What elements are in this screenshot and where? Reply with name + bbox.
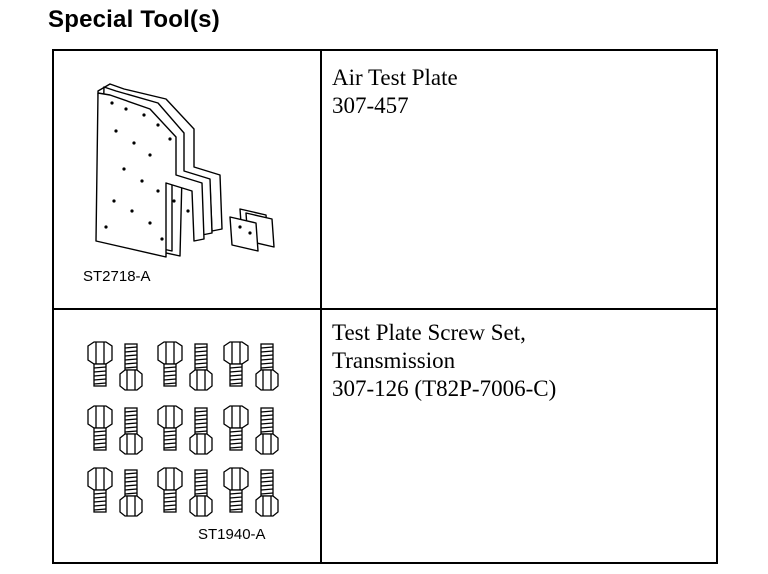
air-test-plate-illustration-cell: ST2718-A <box>54 51 320 308</box>
hex-bolt-icon <box>157 341 183 387</box>
threaded-stud-icon <box>255 343 279 391</box>
hex-bolt-icon <box>87 467 113 513</box>
hex-bolt-icon <box>223 405 249 451</box>
hex-bolt-icon <box>87 405 113 451</box>
air-test-plate-description: Air Test Plate 307-457 <box>332 64 458 120</box>
page-heading: Special Tool(s) <box>48 6 220 33</box>
tool-name: Air Test Plate <box>332 65 458 90</box>
tool-name-line2: Transmission <box>332 348 456 373</box>
threaded-stud-icon <box>119 407 143 455</box>
tool-number: 307-457 <box>332 93 409 118</box>
screw-set-icon <box>87 341 279 517</box>
screw-set-description: Test Plate Screw Set, Transmission 307-1… <box>332 319 556 403</box>
tool-number: 307-126 (T82P-7006-C) <box>332 376 557 401</box>
hex-bolt-icon <box>87 341 113 387</box>
threaded-stud-icon <box>189 469 213 517</box>
air-test-plate-icon <box>95 83 275 258</box>
threaded-stud-icon <box>255 407 279 455</box>
hex-bolt-icon <box>223 341 249 387</box>
threaded-stud-icon <box>119 469 143 517</box>
hex-bolt-icon <box>157 467 183 513</box>
threaded-stud-icon <box>119 343 143 391</box>
tool-name-line1: Test Plate Screw Set, <box>332 320 526 345</box>
screw-set-illustration-cell: ST1940-A <box>54 310 320 562</box>
special-tools-table: ST2718-A ST1940-A Air Test Plate 307-457… <box>52 49 718 564</box>
hex-bolt-icon <box>157 405 183 451</box>
column-divider <box>320 51 322 562</box>
threaded-stud-icon <box>189 343 213 391</box>
screw-set-image-label: ST1940-A <box>198 526 266 543</box>
air-test-plate-image-label: ST2718-A <box>83 268 151 285</box>
hex-bolt-icon <box>223 467 249 513</box>
threaded-stud-icon <box>189 407 213 455</box>
row-divider <box>54 308 716 310</box>
threaded-stud-icon <box>255 469 279 517</box>
